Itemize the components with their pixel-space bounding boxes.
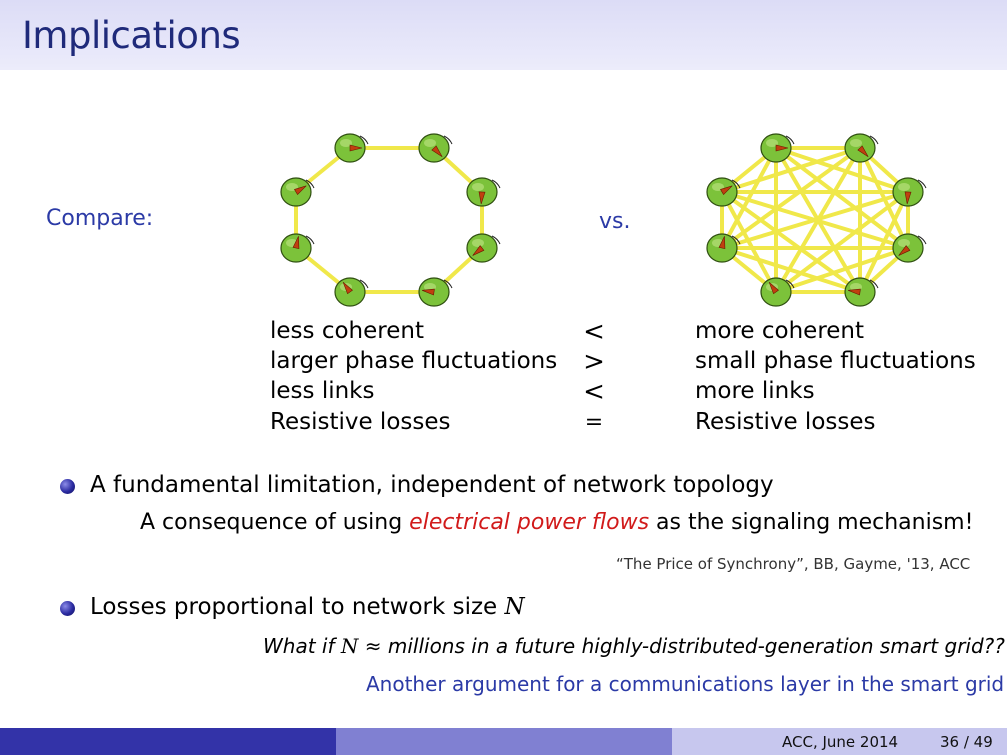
complete-node — [706, 233, 741, 263]
complete-edge — [720, 190, 862, 294]
complete-node — [844, 133, 879, 163]
footer-page-number: 36 / 49 — [940, 733, 993, 751]
bullet-2-prefix: Losses proportional to network size — [90, 594, 505, 620]
complete-network-diagram — [706, 133, 927, 307]
complete-node — [892, 233, 927, 263]
footer-venue: ACC, June 2014 — [782, 733, 899, 751]
complete-node — [892, 177, 927, 207]
slide-title: Implications — [22, 14, 241, 57]
bullet-ball-icon — [60, 479, 75, 494]
bullet-1-sub-suffix: as the signaling mechanism! — [649, 510, 974, 535]
complete-edge — [720, 146, 778, 250]
comparison-symbol-3: = — [584, 410, 604, 435]
bullet-2-question: What if N ≈ millions in a future highly-… — [263, 634, 1005, 658]
comparison-left-3: Resistive losses — [270, 409, 451, 435]
ring-node — [418, 133, 453, 163]
bullet-2-note: Another argument for a communications la… — [366, 672, 1005, 696]
comparison-left-1: larger phase fluctuations — [270, 348, 558, 374]
compare-label: Compare: — [46, 206, 154, 231]
complete-edge — [720, 190, 910, 250]
ring-node — [466, 233, 501, 263]
footer-segment-left — [0, 728, 336, 755]
comparison-symbol-1: > — [583, 347, 605, 377]
complete-node — [706, 177, 741, 207]
complete-edge — [774, 246, 910, 294]
bullet-2-text: Losses proportional to network size N — [90, 594, 525, 620]
ring-node — [280, 233, 315, 263]
comparison-right-0: more coherent — [695, 318, 865, 344]
vs-label: vs. — [599, 209, 631, 234]
complete-node — [760, 133, 795, 163]
comparison-right-2: more links — [695, 378, 815, 404]
complete-edge — [720, 146, 862, 194]
bullet-1-subtext: A consequence of using electrical power … — [140, 510, 973, 535]
ring-node — [418, 277, 453, 307]
network-size-variable: N — [504, 594, 525, 620]
comparison-right-1: small phase fluctuations — [695, 348, 976, 374]
question-suffix: millions in a future highly-distributed-… — [387, 634, 1005, 658]
comparison-left-0: less coherent — [270, 318, 424, 344]
ring-network-diagram — [280, 133, 501, 307]
comparison-symbol-2: < — [583, 377, 605, 407]
question-prefix: What if — [263, 634, 341, 658]
footer-segment-middle — [336, 728, 672, 755]
bullet-ball-icon — [60, 601, 75, 616]
complete-node — [760, 277, 795, 307]
ring-node — [334, 277, 369, 307]
comparison-left-2: less links — [270, 378, 375, 404]
ring-node — [334, 133, 369, 163]
slide-header: Implications — [0, 0, 1007, 70]
question-variable: N — [340, 634, 359, 658]
complete-node — [844, 277, 879, 307]
complete-edge — [774, 146, 910, 250]
footer-segment-right — [672, 728, 1007, 755]
electrical-power-flows-highlight: electrical power flows — [409, 510, 650, 535]
approx-symbol: ≈ — [358, 634, 388, 658]
comparison-right-3: Resistive losses — [695, 409, 876, 435]
complete-edge — [774, 190, 910, 294]
comparison-symbol-0: < — [583, 317, 605, 347]
ring-node — [280, 177, 315, 207]
bullet-1-sub-prefix: A consequence of using — [140, 510, 410, 535]
bullet-1-text: A fundamental limitation, independent of… — [90, 472, 774, 498]
slide-footer: ACC, June 2014 36 / 49 — [0, 728, 1007, 755]
complete-edge — [720, 190, 778, 294]
complete-edge — [720, 246, 862, 294]
reference-citation: “The Price of Synchrony”, BB, Gayme, '13… — [616, 555, 971, 573]
ring-node — [466, 177, 501, 207]
complete-edge — [774, 146, 910, 194]
